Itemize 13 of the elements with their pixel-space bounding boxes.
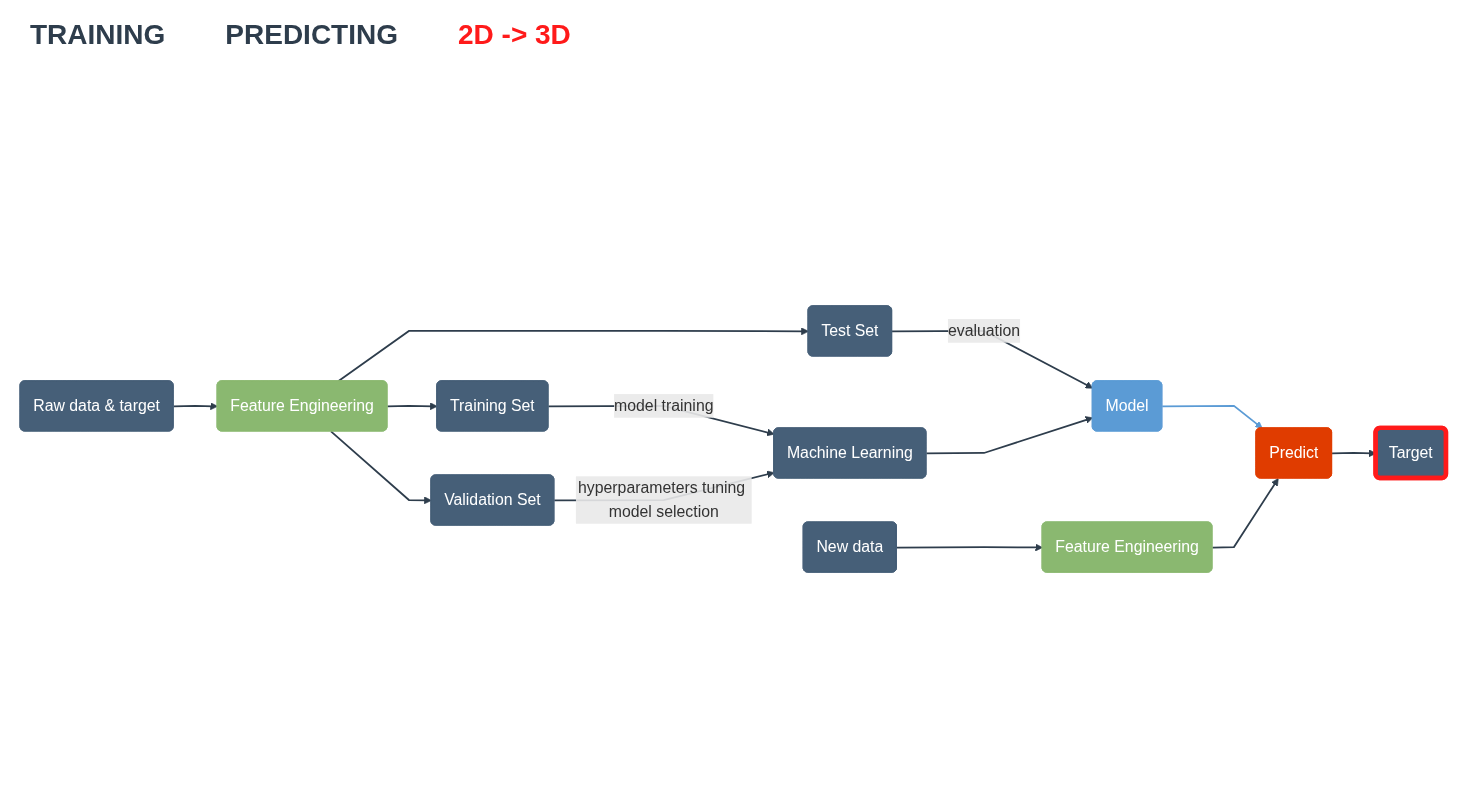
arrow [1161, 405, 1263, 429]
arrow [172, 402, 218, 411]
arrow [386, 402, 438, 411]
arrow [896, 543, 1043, 552]
arrow [925, 416, 1094, 455]
arrow [1211, 478, 1279, 549]
section-heading: PREDICTING [225, 19, 398, 51]
edge-label: model training [614, 396, 714, 415]
arrow [330, 430, 432, 505]
annotation-text: 2D -> 3D [458, 19, 571, 51]
section-heading: TRAINING [30, 19, 166, 51]
edge-label: evaluation [947, 321, 1021, 340]
edge-label: hyperparameters tuning model selection [577, 478, 746, 521]
